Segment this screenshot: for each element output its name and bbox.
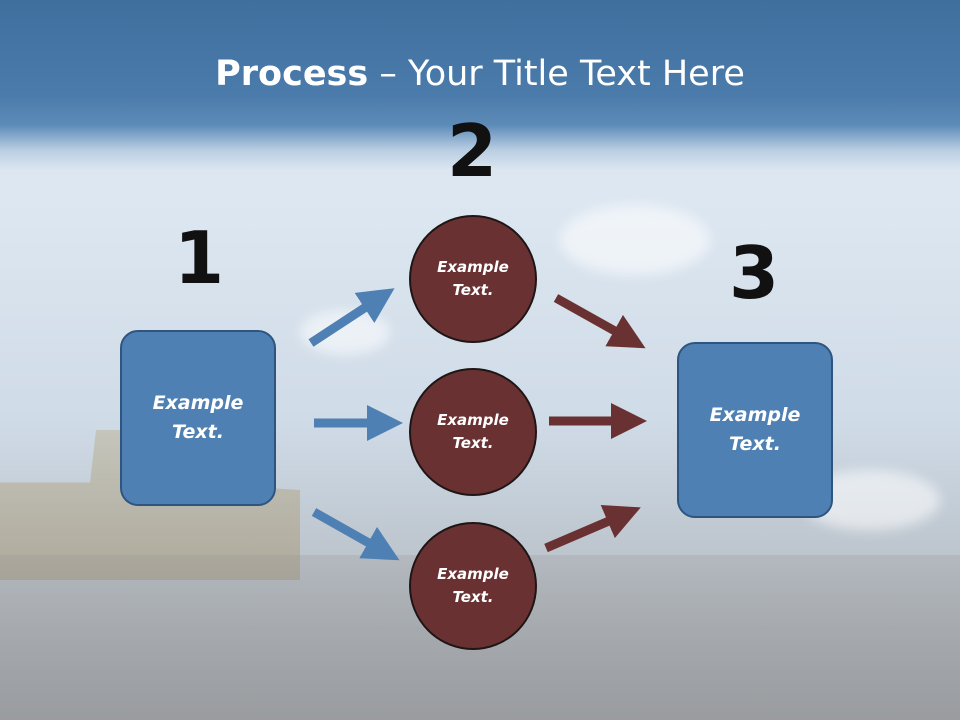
arrow-from-circle-1: [553, 294, 646, 349]
arrow-to-circle-3: [311, 508, 400, 561]
step-number-3: 3: [728, 231, 780, 315]
slide-title: Process – Your Title Text Here: [0, 52, 960, 96]
circle-label-3: Example Text.: [437, 565, 509, 606]
cloud: [560, 205, 710, 275]
circle-step-2: Example Text.: [409, 368, 537, 496]
left-text-box: Example Text.: [120, 330, 276, 506]
circle-step-3: Example Text.: [409, 522, 537, 650]
right-box-label: Example Text.: [709, 404, 801, 455]
left-box-label: Example Text.: [152, 392, 244, 443]
title-bold: Process: [215, 54, 369, 94]
title-rest: – Your Title Text Here: [368, 54, 745, 94]
header-band: [0, 0, 960, 170]
right-text-box: Example Text.: [677, 342, 833, 518]
step-number-1: 1: [173, 216, 225, 300]
step-number-2: 2: [446, 109, 498, 193]
circle-label-1: Example Text.: [437, 258, 509, 299]
arrow-to-circle-1: [308, 288, 395, 347]
arrow-from-circle-3: [544, 505, 641, 553]
circle-label-2: Example Text.: [437, 411, 509, 452]
circle-step-1: Example Text.: [409, 215, 537, 343]
